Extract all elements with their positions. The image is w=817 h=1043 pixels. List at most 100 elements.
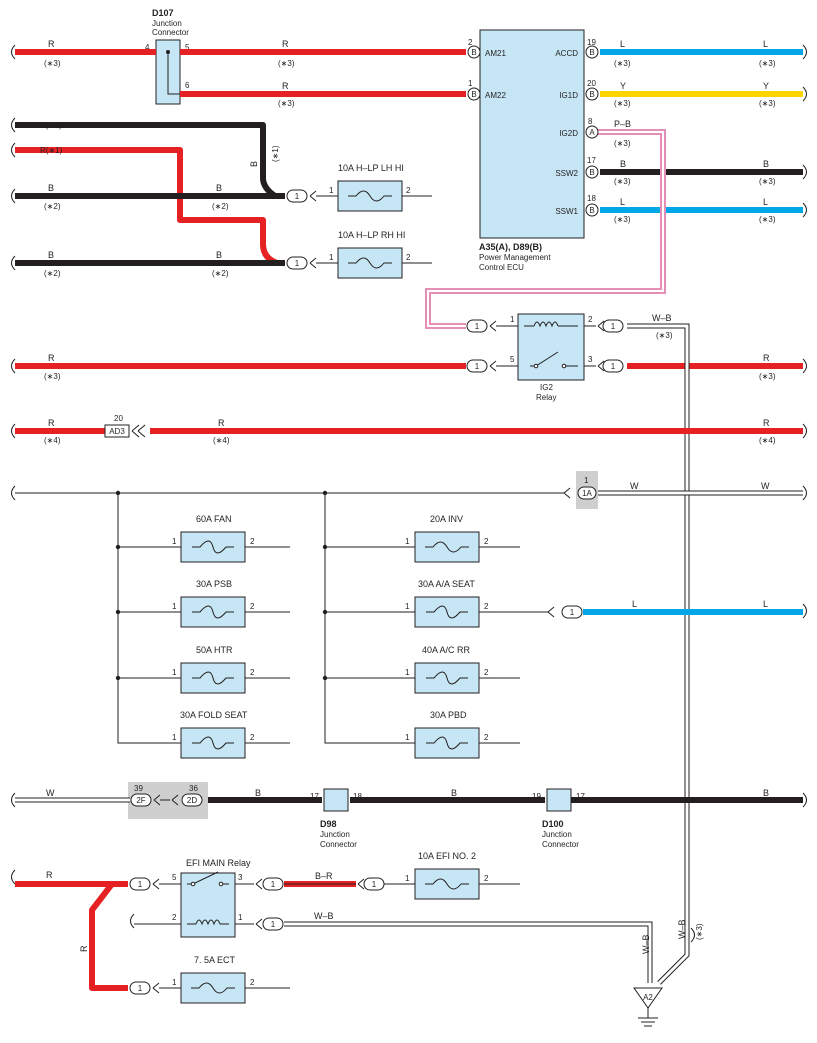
pin-b: B xyxy=(589,168,594,177)
d100-line2: Connector xyxy=(542,840,579,849)
fusible-link-htr: 50A HTR 1 2 xyxy=(172,645,255,694)
efi-main-relay-section: R R 1 1 EFI MAIN Relay 5 3 1 2 1 1 B–R W… xyxy=(15,851,520,1004)
ecu-pin-am22: AM22 xyxy=(485,91,506,100)
pin-18: 18 xyxy=(353,792,362,801)
connector-1a: 1A xyxy=(582,489,592,498)
label-n3: (∗3) xyxy=(759,215,776,224)
pin-5: 5 xyxy=(172,873,177,882)
fusible-link-psb: 30A PSB 1 2 xyxy=(172,579,255,628)
ig2-relay: R (∗3) R (∗3) 1 1 1 5 2 3 IG2 Relay 1 1 … xyxy=(15,313,803,402)
pin-17: 17 xyxy=(576,792,585,801)
ig2-relay-line2: Relay xyxy=(536,393,556,402)
pin-1: 1 xyxy=(405,602,410,611)
label-wb: W–B xyxy=(677,919,687,939)
fuse-bus: 1A 1 W W 1 L L xyxy=(15,471,803,744)
pin-1: 1 xyxy=(611,362,616,371)
fusible-link-pbd: 30A PBD 1 2 xyxy=(405,710,489,759)
label-n2: (∗2) xyxy=(44,202,61,211)
d98-line1: Junction xyxy=(320,830,350,839)
fusible-link-fold-seat: 30A FOLD SEAT 1 2 xyxy=(172,710,255,759)
label-n3: (∗3) xyxy=(278,99,295,108)
label-pb: P–B xyxy=(614,119,631,129)
d100-code: D100 xyxy=(542,819,564,829)
label-l: L xyxy=(620,197,625,207)
pin-1: 1 xyxy=(138,984,143,993)
fusible-link-fan: 60A FAN 1 2 xyxy=(172,514,255,563)
d107-line1: Junction xyxy=(152,19,182,28)
pin-1: 1 xyxy=(475,322,480,331)
pin-1: 1 xyxy=(172,978,177,987)
ig2-relay-line1: IG2 xyxy=(540,383,553,392)
label-n3: (∗3) xyxy=(44,59,61,68)
label-r: R xyxy=(282,81,289,91)
pin-2: 2 xyxy=(250,978,255,987)
ecu-output-wires: L (∗3) L (∗3) Y (∗3) Y (∗3) P–B (∗3) B (… xyxy=(425,39,803,329)
fuse-ac-rr: 40A A/C RR xyxy=(422,645,471,655)
pin-1: 1 xyxy=(570,608,575,617)
fuse-htr: 50A HTR xyxy=(196,645,233,655)
pin-5: 5 xyxy=(510,355,515,364)
ecu-pin-ig2d: IG2D xyxy=(559,129,578,138)
label-n3: (∗3) xyxy=(278,59,295,68)
wire-am21: R (∗3) R (∗3) R (∗3) xyxy=(15,39,466,108)
pin-2: 2 xyxy=(484,733,489,742)
label-r: R xyxy=(282,39,289,49)
ecu-pin-num: 2 xyxy=(468,38,473,47)
d98-code: D98 xyxy=(320,819,337,829)
pin-3: 3 xyxy=(588,355,593,364)
label-n4: (∗4) xyxy=(759,436,776,445)
label-n2: (∗2) xyxy=(212,202,229,211)
label-l: L xyxy=(763,39,768,49)
label-n3: (∗3) xyxy=(614,139,631,148)
pin-1: 1 xyxy=(611,322,616,331)
label-w: W xyxy=(761,481,770,491)
continuation-brackets xyxy=(11,44,807,943)
d107-code: D107 xyxy=(152,8,174,18)
pin-2: 2 xyxy=(484,668,489,677)
label-b: B xyxy=(255,788,261,798)
ground-triangle xyxy=(633,987,663,1009)
label-wb: W–B xyxy=(652,313,672,323)
d98-line2: Connector xyxy=(320,840,357,849)
d107-line2: Connector xyxy=(152,28,189,37)
d100-line1: Junction xyxy=(542,830,572,839)
label-wb: W–B xyxy=(314,911,334,921)
pin-1: 1 xyxy=(372,880,377,889)
pin-1: 1 xyxy=(238,913,243,922)
efi-main-relay-label: EFI MAIN Relay xyxy=(186,858,251,868)
label-n3: (∗3) xyxy=(759,177,776,186)
pin-b: B xyxy=(589,90,594,99)
label-n1: (∗1) xyxy=(271,145,280,162)
label-y: Y xyxy=(620,81,626,91)
pin-1: 1 xyxy=(405,874,410,883)
label-b: B xyxy=(48,183,54,193)
fuse-hlp-lh: 10A H–LP LH HI xyxy=(338,163,404,173)
ecu-pin-num: 20 xyxy=(587,79,596,88)
pin-1: 1 xyxy=(329,253,334,262)
ground-wires: W–B W–B (∗3) A2 xyxy=(284,323,704,1027)
pin-1: 1 xyxy=(405,668,410,677)
label-n3: (∗3) xyxy=(759,59,776,68)
connector-ad3: AD3 xyxy=(109,427,125,436)
ecu-pin-num: 8 xyxy=(588,117,593,126)
pin-1: 1 xyxy=(172,668,177,677)
pin-2: 2 xyxy=(250,733,255,742)
label-y: Y xyxy=(763,81,769,91)
label-n2: (∗2) xyxy=(44,269,61,278)
label-b: B xyxy=(763,159,769,169)
fuse-inv-label: 20A INV xyxy=(430,514,463,524)
label-b: B xyxy=(763,788,769,798)
pin-b: B xyxy=(589,48,594,57)
pin-36: 36 xyxy=(189,784,198,793)
label-l: L xyxy=(620,39,625,49)
pin-2: 2 xyxy=(484,874,489,883)
label-n3: (∗3) xyxy=(614,177,631,186)
ground-icon xyxy=(638,1008,658,1027)
label-b: B xyxy=(48,250,54,260)
pin-19: 19 xyxy=(532,792,541,801)
pin-a: A xyxy=(589,128,595,137)
junction-bus: W 2F 2D 39 36 B B B 17 18 D98 Junction C… xyxy=(15,782,803,849)
pin-1: 1 xyxy=(172,602,177,611)
fuse-fold-seat: 30A FOLD SEAT xyxy=(180,710,248,720)
ecu-pin-ssw2: SSW2 xyxy=(555,169,578,178)
